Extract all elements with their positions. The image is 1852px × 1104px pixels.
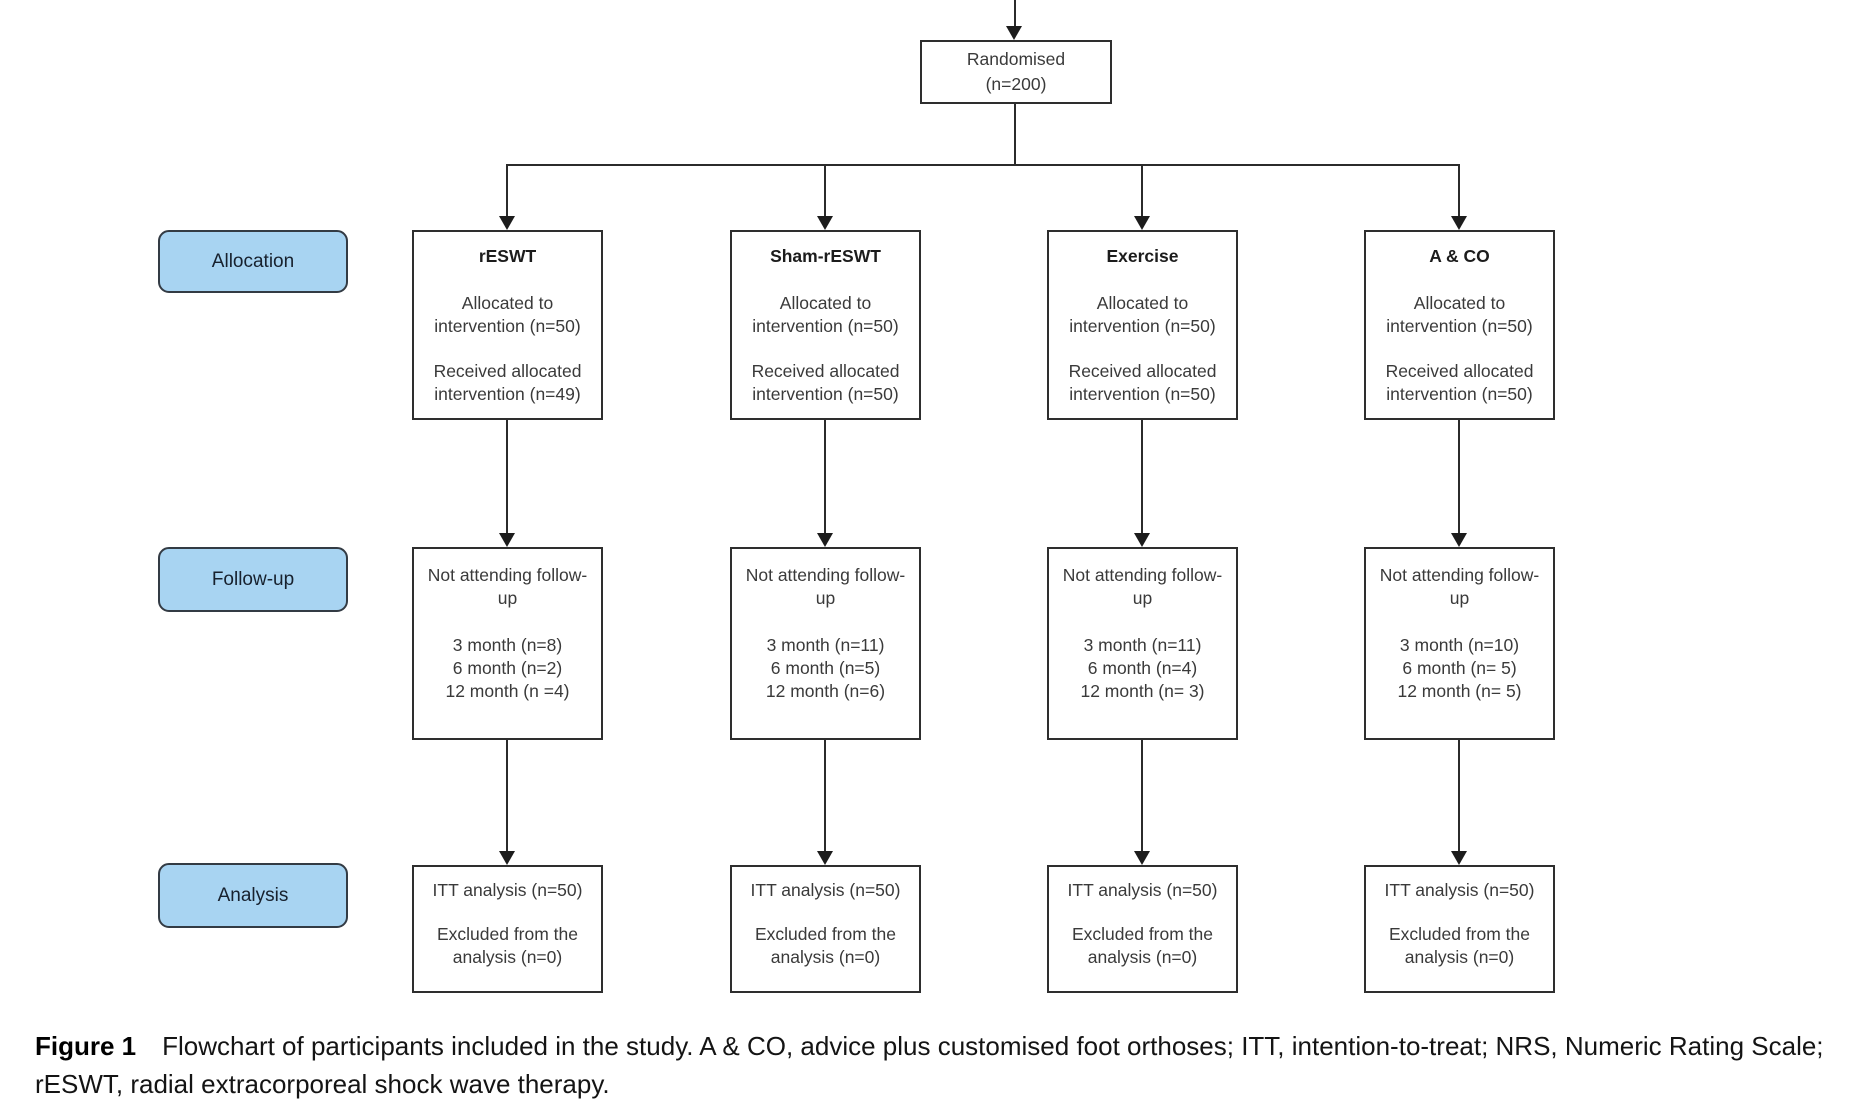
followup-heading: Not attending follow-up	[1062, 565, 1223, 608]
followup-row: 12 month (n=6)	[765, 681, 886, 701]
arrow-down-icon	[1451, 851, 1467, 865]
arm-title: A & CO	[1429, 246, 1490, 266]
connector-line	[506, 740, 508, 852]
connector-line	[1014, 0, 1016, 28]
followup-row: 6 month (n=2)	[452, 658, 563, 678]
allocated-text: Allocated to intervention (n=50)	[752, 293, 899, 336]
arm-title: Sham-rESWT	[770, 246, 881, 266]
received-text: Received allocated intervention (n=50)	[751, 361, 900, 404]
followup-heading: Not attending follow-up	[1379, 565, 1540, 608]
followup-box-sham-reswt: Not attending follow-up 3 month (n=11) 6…	[730, 547, 921, 740]
connector-line	[824, 165, 826, 217]
excluded-text: Excluded from the analysis (n=0)	[436, 924, 579, 967]
followup-row: 12 month (n =4)	[445, 681, 570, 701]
arrow-down-icon	[499, 533, 515, 547]
allocation-box-exercise: Exercise Allocated to intervention (n=50…	[1047, 230, 1238, 420]
followup-box-reswt: Not attending follow-up 3 month (n=8) 6 …	[412, 547, 603, 740]
arrow-down-icon	[499, 216, 515, 230]
itt-text: ITT analysis (n=50)	[432, 880, 583, 900]
followup-row: 3 month (n=10)	[1399, 635, 1520, 655]
stage-label-allocation: Allocation	[158, 230, 348, 293]
connector-line	[506, 165, 508, 217]
randomised-box: Randomised (n=200)	[920, 40, 1112, 104]
itt-text: ITT analysis (n=50)	[750, 880, 901, 900]
arrow-down-icon	[1134, 851, 1150, 865]
followup-box-exercise: Not attending follow-up 3 month (n=11) 6…	[1047, 547, 1238, 740]
connector-line	[1458, 165, 1460, 217]
connector-line	[1458, 740, 1460, 852]
stage-label-followup: Follow-up	[158, 547, 348, 612]
followup-heading: Not attending follow-up	[427, 565, 588, 608]
arrow-down-icon	[1451, 216, 1467, 230]
followup-row: 12 month (n= 3)	[1080, 681, 1205, 701]
connector-line	[506, 164, 1460, 166]
itt-text: ITT analysis (n=50)	[1384, 880, 1535, 900]
connector-line	[1141, 740, 1143, 852]
received-text: Received allocated intervention (n=50)	[1385, 361, 1534, 404]
figure-caption-text: Flowchart of participants included in th…	[35, 1031, 1824, 1099]
connector-line	[506, 420, 508, 534]
arrow-down-icon	[499, 851, 515, 865]
analysis-box-reswt: ITT analysis (n=50) Excluded from the an…	[412, 865, 603, 993]
allocation-box-reswt: rESWT Allocated to intervention (n=50) R…	[412, 230, 603, 420]
arrow-down-icon	[1134, 533, 1150, 547]
excluded-text: Excluded from the analysis (n=0)	[1071, 924, 1214, 967]
arrow-down-icon	[817, 216, 833, 230]
arm-title: rESWT	[478, 246, 537, 266]
connector-line	[1141, 420, 1143, 534]
allocation-box-sham-reswt: Sham-rESWT Allocated to intervention (n=…	[730, 230, 921, 420]
received-text: Received allocated intervention (n=50)	[1068, 361, 1217, 404]
followup-row: 3 month (n=11)	[766, 635, 885, 655]
followup-row: 6 month (n= 5)	[1402, 658, 1517, 678]
arrow-down-icon	[1006, 26, 1022, 40]
received-text: Received allocated intervention (n=49)	[433, 361, 582, 404]
arm-title: Exercise	[1106, 246, 1179, 266]
followup-box-a-and-co: Not attending follow-up 3 month (n=10) 6…	[1364, 547, 1555, 740]
figure-caption-label: Figure 1	[35, 1031, 137, 1061]
connector-line	[824, 420, 826, 534]
analysis-box-sham-reswt: ITT analysis (n=50) Excluded from the an…	[730, 865, 921, 993]
allocated-text: Allocated to intervention (n=50)	[1069, 293, 1216, 336]
arrow-down-icon	[817, 851, 833, 865]
allocated-text: Allocated to intervention (n=50)	[1386, 293, 1533, 336]
followup-row: 6 month (n=4)	[1087, 658, 1198, 678]
followup-row: 6 month (n=5)	[770, 658, 881, 678]
stage-label-text: Analysis	[217, 884, 289, 906]
excluded-text: Excluded from the analysis (n=0)	[1388, 924, 1531, 967]
itt-text: ITT analysis (n=50)	[1067, 880, 1218, 900]
arrow-down-icon	[1451, 533, 1467, 547]
stage-label-text: Follow-up	[211, 568, 295, 590]
followup-row: 12 month (n= 5)	[1397, 681, 1522, 701]
analysis-box-exercise: ITT analysis (n=50) Excluded from the an…	[1047, 865, 1238, 993]
connector-line	[1014, 104, 1016, 165]
followup-row: 3 month (n=8)	[452, 635, 563, 655]
arrow-down-icon	[817, 533, 833, 547]
connector-line	[824, 740, 826, 852]
connector-line	[1458, 420, 1460, 534]
followup-row: 3 month (n=11)	[1083, 635, 1202, 655]
stage-label-text: Allocation	[211, 250, 295, 272]
allocation-box-a-and-co: A & CO Allocated to intervention (n=50) …	[1364, 230, 1555, 420]
randomised-title: Randomised	[966, 49, 1066, 69]
stage-label-analysis: Analysis	[158, 863, 348, 928]
excluded-text: Excluded from the analysis (n=0)	[754, 924, 897, 967]
followup-heading: Not attending follow-up	[745, 565, 906, 608]
connector-line	[1141, 165, 1143, 217]
randomised-count: (n=200)	[985, 74, 1047, 94]
arrow-down-icon	[1134, 216, 1150, 230]
allocated-text: Allocated to intervention (n=50)	[434, 293, 581, 336]
analysis-box-a-and-co: ITT analysis (n=50) Excluded from the an…	[1364, 865, 1555, 993]
